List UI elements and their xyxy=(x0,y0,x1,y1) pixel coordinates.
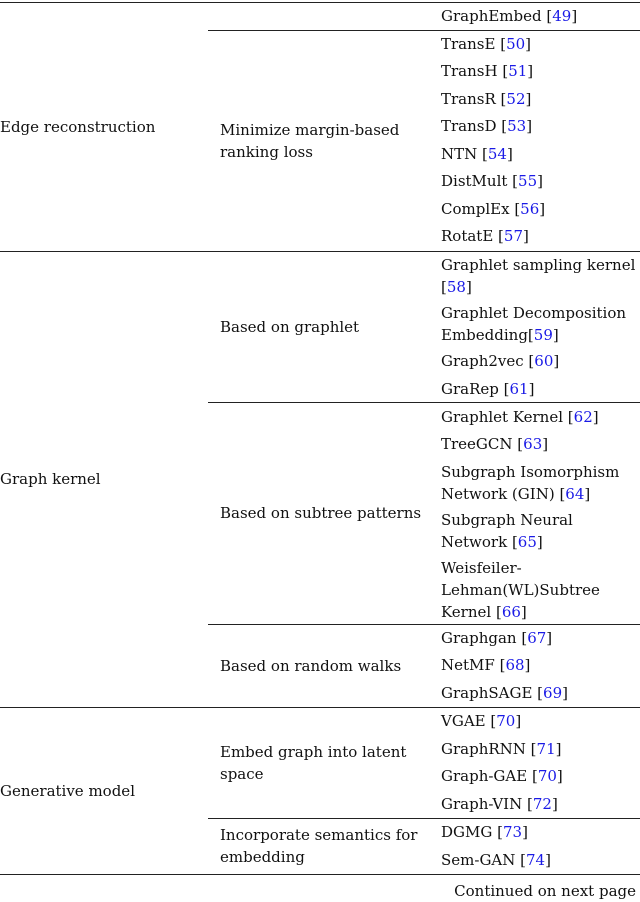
method-entry: TransH [51] xyxy=(441,62,534,80)
method-entry: TransR [52] xyxy=(441,90,532,108)
reference-link[interactable]: 59 xyxy=(533,326,553,344)
subcategory-cell: Based on subtree patterns xyxy=(220,402,425,624)
table-top-rule xyxy=(0,2,640,3)
reference-link[interactable]: 54 xyxy=(487,145,507,163)
method-entry: Graphlet Decomposition Embedding[59] xyxy=(441,304,627,344)
method-entry: NetMF [68] xyxy=(441,656,531,674)
reference-link[interactable]: 70 xyxy=(537,767,557,785)
method-entry: RotatE [57] xyxy=(441,227,529,245)
reference-link[interactable]: 60 xyxy=(534,352,554,370)
category-cell: Edge reconstruction xyxy=(0,2,205,251)
reference-link[interactable]: 64 xyxy=(565,485,585,503)
category-label: Graph kernel xyxy=(0,470,101,488)
subcategory-cell: Embed graph into latent space xyxy=(220,707,425,818)
reference-link[interactable]: 74 xyxy=(526,851,546,869)
subcategory-cell: Incorporate semantics for embedding xyxy=(220,818,425,874)
method-entry: Subgraph Isomorphism Network (GIN) [64] xyxy=(441,463,620,503)
section-rule xyxy=(0,707,640,708)
reference-link[interactable]: 52 xyxy=(506,90,526,108)
row-rule xyxy=(208,818,640,819)
row-rule xyxy=(208,624,640,625)
method-entry: Weisfeiler-Lehman(WL)Subtree Kernel [66] xyxy=(441,559,600,621)
reference-link[interactable]: 66 xyxy=(501,603,521,621)
reference-link[interactable]: 50 xyxy=(506,35,526,53)
method-entry: Graph-VIN [72] xyxy=(441,795,558,813)
reference-link[interactable]: 70 xyxy=(496,712,516,730)
category-cell: Graph kernel xyxy=(0,251,205,707)
method-entry: GraphSAGE [69] xyxy=(441,684,568,702)
reference-link[interactable]: 57 xyxy=(503,227,523,245)
subcategory-label: Based on subtree patterns xyxy=(220,504,422,522)
reference-link[interactable]: 51 xyxy=(508,62,528,80)
subcategory-label: Based on graphlet xyxy=(220,317,360,336)
method-entry: NTN [54] xyxy=(441,145,513,163)
method-entry: Graph-GAE [70] xyxy=(441,767,563,785)
continued-note: Continued on next page xyxy=(454,882,636,900)
row-rule xyxy=(208,402,640,403)
reference-link[interactable]: 63 xyxy=(523,435,543,453)
method-entry: GraphRNN [71] xyxy=(441,740,562,758)
subcategory-label: Incorporate semantics for embedding xyxy=(220,826,418,866)
reference-link[interactable]: 71 xyxy=(536,740,556,758)
reference-link[interactable]: 73 xyxy=(502,823,523,841)
method-entry: Graphlet sampling kernel [58] xyxy=(441,256,636,296)
method-entry: GraRep [61] xyxy=(441,380,535,398)
method-entry: TreeGCN [63] xyxy=(441,435,549,453)
subcategory-cell xyxy=(220,2,425,30)
subcategory-cell: Based on random walks xyxy=(220,624,425,707)
method-entry: Subgraph Neural Network [65] xyxy=(441,511,573,551)
subcategory-label: Embed graph into latent space xyxy=(220,742,407,783)
method-entry: DGMG [73] xyxy=(441,823,528,841)
method-entry: DistMult [55] xyxy=(441,172,543,190)
reference-link[interactable]: 67 xyxy=(527,629,547,647)
method-entry: Graph2vec [60] xyxy=(441,352,560,370)
category-label: Edge reconstruction xyxy=(0,117,156,136)
subcategory-cell: Minimize margin-based ranking loss xyxy=(220,30,425,251)
reference-link[interactable]: 49 xyxy=(552,7,572,25)
reference-link[interactable]: 62 xyxy=(573,408,593,426)
method-entry: TransE [50] xyxy=(441,35,532,53)
method-entry: Graphlet Kernel [62] xyxy=(441,408,599,426)
reference-link[interactable]: 61 xyxy=(509,380,529,398)
category-label: Generative model xyxy=(0,781,135,800)
table-bottom-rule xyxy=(0,874,640,875)
subcategory-label: Based on random walks xyxy=(220,656,402,675)
reference-link[interactable]: 58 xyxy=(446,278,466,296)
reference-link[interactable]: 65 xyxy=(517,533,537,551)
method-entry: TransD [53] xyxy=(441,117,533,135)
subcategory-cell: Based on graphlet xyxy=(220,251,425,402)
category-cell: Generative model xyxy=(0,707,205,874)
subcategory-label: Minimize margin-based ranking loss xyxy=(220,120,400,161)
reference-link[interactable]: 53 xyxy=(507,117,527,135)
reference-link[interactable]: 72 xyxy=(532,795,552,813)
method-entry: ComplEx [56] xyxy=(441,200,546,218)
reference-link[interactable]: 56 xyxy=(520,200,540,218)
method-entry: Sem-GAN [74] xyxy=(441,851,551,869)
method-entry: GraphEmbed [49] xyxy=(441,7,578,25)
reference-link[interactable]: 69 xyxy=(543,684,563,702)
reference-link[interactable]: 55 xyxy=(518,172,538,190)
row-rule xyxy=(208,30,640,31)
method-entry: VGAE [70] xyxy=(441,712,522,730)
method-entry: Graphgan [67] xyxy=(441,629,553,647)
section-rule xyxy=(0,251,640,252)
reference-link[interactable]: 68 xyxy=(505,656,525,674)
